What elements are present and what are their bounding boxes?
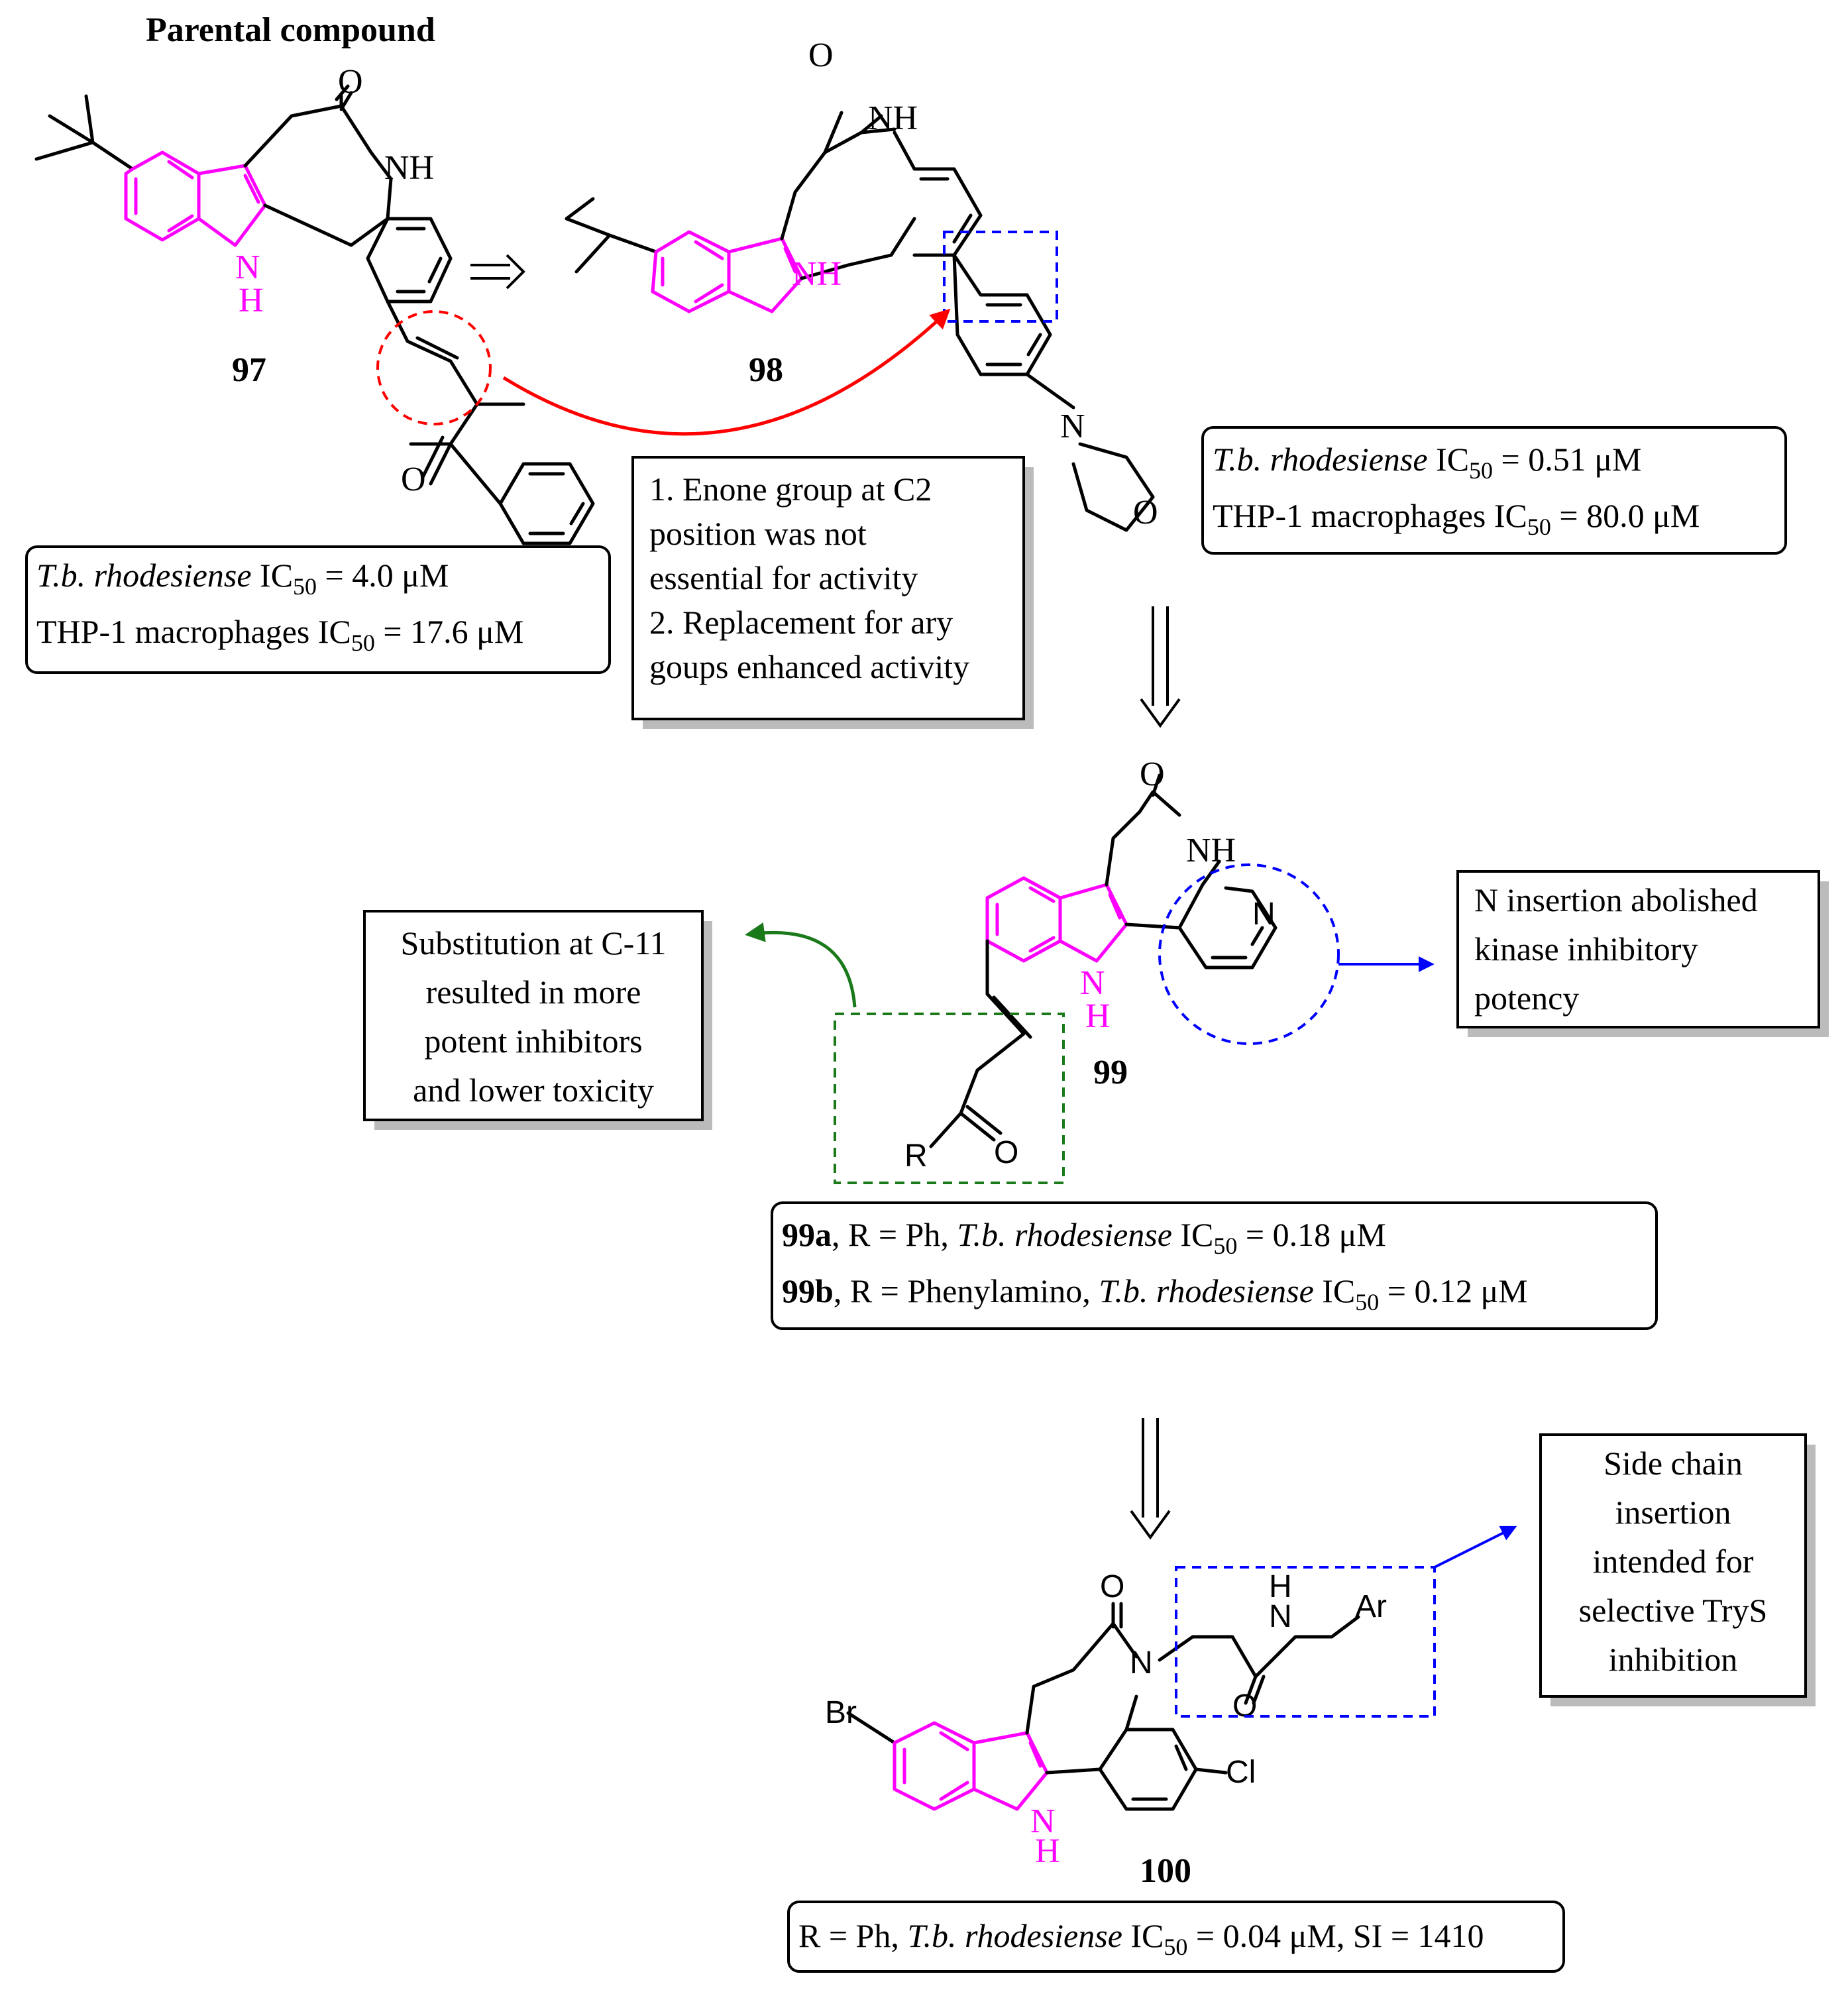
atom-o-amide-100: O [1232, 1688, 1257, 1724]
n-insertion-line-3: potency [1474, 979, 1579, 1017]
atom-nh-99: NH [1186, 832, 1236, 869]
c11-note-line-3: potent inhibitors [424, 1023, 642, 1060]
pyridine-highlight-circle [1158, 863, 1340, 1045]
arrow-to-side-chain-note [1434, 1525, 1517, 1569]
compound-100-structure [846, 1602, 1360, 1811]
atom-ar-100: Ar [1355, 1589, 1387, 1624]
species-97: T.b. rhodesiense [36, 557, 252, 594]
atom-h-indole-100: H [1035, 1832, 1060, 1870]
enone-note-line-4: 2. Replacement for ary [649, 604, 953, 641]
atom-h-indole-99: H [1085, 997, 1111, 1035]
enone-note-box: 1. Enone group at C2 position was not es… [631, 456, 1034, 729]
arrow-99-100 [1130, 1418, 1171, 1540]
side-chain-highlight-box [1175, 1566, 1436, 1718]
atom-o-morph-98: O [1133, 494, 1158, 531]
atom-o-enone-97: O [401, 461, 426, 498]
atom-o-ketone-99: O [994, 1135, 1018, 1170]
scheme-title: Parental compound [146, 11, 435, 49]
c11-note-box: Substitution at C-11 resulted in more po… [363, 910, 712, 1130]
atom-n-morph-98: N [1060, 408, 1085, 445]
svg-text:T.b. rhodesiense IC50 = 0.51 μ: T.b. rhodesiense IC50 = 0.51 μM [1213, 441, 1642, 484]
aryl-highlight-box [943, 231, 1058, 323]
activity-box-100: R = Ph, T.b. rhodesiense IC50 = 0.04 μM,… [787, 1901, 1565, 1973]
red-curve-arrow [502, 308, 951, 436]
atom-o-99: O [1140, 755, 1165, 793]
side-chain-note-box: Side chain insertion intended for select… [1539, 1433, 1816, 1706]
side-chain-line-2: insertion [1615, 1494, 1731, 1531]
enone-note-line-1: 1. Enone group at C2 [649, 470, 932, 508]
atom-n-indole-99: N [1080, 964, 1105, 1002]
atom-o-98: O [808, 36, 834, 74]
svg-text:THP-1 macrophages IC50 = 17.6: THP-1 macrophages IC50 = 17.6 μM [36, 613, 523, 656]
atom-n-97: N [235, 249, 260, 286]
c11-highlight-box [834, 1013, 1065, 1184]
atom-n-indole-100: N [1030, 1802, 1056, 1840]
n-insertion-line-2: kinase inhibitory [1474, 930, 1698, 967]
atom-n-pyridine-99: N [1252, 897, 1276, 932]
svg-text:R = Ph, T.b. rhodesiense IC50: R = Ph, T.b. rhodesiense IC50 = 0.04 μM,… [798, 1917, 1484, 1960]
n-insertion-note-box: N insertion abolished kinase inhibitory … [1456, 870, 1829, 1037]
arrow-to-c11-note [745, 922, 857, 1008]
atom-o-97: O [338, 63, 363, 101]
side-chain-line-4: selective TryS [1579, 1592, 1768, 1629]
retro-arrow-97-98 [470, 254, 525, 290]
enone-note-line-5: goups enhanced activity [649, 648, 969, 685]
enone-highlight-circle [376, 310, 492, 425]
c11-note-line-2: resulted in more [426, 973, 641, 1011]
label-99: 99 [1093, 1054, 1128, 1091]
atom-nh-98: NH [868, 99, 918, 137]
svg-text:THP-1 macrophages IC50 = 80.0: THP-1 macrophages IC50 = 80.0 μM [1213, 497, 1700, 540]
activity-box-99: 99a, R = Ph, T.b. rhodesiense IC50 = 0.1… [771, 1201, 1658, 1330]
label-100: 100 [1140, 1852, 1191, 1890]
enone-note-line-2: position was not [649, 515, 867, 552]
atom-n-amide-100: N [1269, 1599, 1292, 1634]
compound-98-structure [565, 111, 1155, 532]
arrow-98-99 [1140, 606, 1181, 728]
atom-h-97: H [239, 282, 264, 319]
label-97: 97 [232, 351, 266, 389]
c11-note-line-1: Substitution at C-11 [401, 924, 667, 962]
n-insertion-line-1: N insertion abolished [1474, 881, 1758, 918]
svg-text:99b, R = Phenylamino, T.b. rho: 99b, R = Phenylamino, T.b. rhodesiense I… [782, 1272, 1528, 1315]
atom-br-100: Br [825, 1695, 857, 1730]
atom-r-99: R [904, 1138, 928, 1174]
atom-nh-indole-98: NH [792, 255, 842, 293]
activity-box-97: T.b. rhodesiense IC50 = 4.0 μM THP-1 mac… [25, 545, 611, 674]
side-chain-line-5: inhibition [1609, 1641, 1737, 1678]
atom-o-lactam-100: O [1100, 1569, 1124, 1604]
svg-text:99a, R = Ph, T.b. rhodesiense: 99a, R = Ph, T.b. rhodesiense IC50 = 0.1… [782, 1216, 1386, 1259]
compound-97-structure [34, 84, 595, 545]
atom-nh-97: NH [384, 149, 434, 187]
enone-note-line-3: essential for activity [649, 559, 918, 596]
side-chain-line-3: intended for [1593, 1543, 1754, 1580]
c11-note-line-4: and lower toxicity [413, 1072, 654, 1109]
atom-n-lactam-100: N [1130, 1645, 1153, 1681]
activity-box-98: T.b. rhodesiense IC50 = 0.51 μM THP-1 ma… [1201, 426, 1787, 555]
atom-cl-100: Cl [1226, 1755, 1256, 1790]
side-chain-line-1: Side chain [1603, 1445, 1743, 1482]
svg-text:T.b. rhodesiense IC50 = 4.0 μM: T.b. rhodesiense IC50 = 4.0 μM [36, 557, 449, 600]
atom-h-amide-100: H [1269, 1569, 1292, 1604]
label-98: 98 [749, 351, 783, 389]
